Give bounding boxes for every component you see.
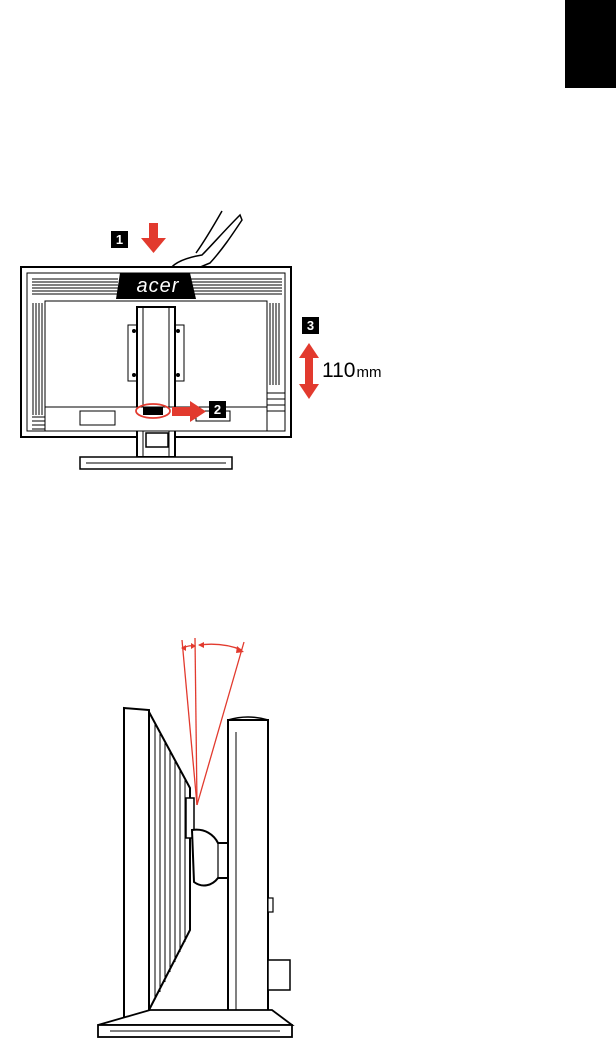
lock-button-icon <box>143 407 163 415</box>
monitor-rear-view-illustration <box>0 195 616 495</box>
monitor-side-view-illustration <box>0 630 616 1040</box>
up-down-arrow-icon <box>299 343 319 399</box>
travel-distance-label: 110mm <box>322 359 381 383</box>
press-down-arrow-icon <box>141 223 166 253</box>
step-3-badge: 3 <box>302 317 319 334</box>
travel-distance-unit: mm <box>356 364 381 381</box>
height-adjust-figure: 1 2 3 acer 110mm <box>0 195 616 495</box>
brand-logo: acer <box>123 275 193 297</box>
travel-distance-value: 110 <box>322 359 355 382</box>
step-1-badge: 1 <box>111 231 128 248</box>
step-2-badge: 2 <box>209 401 226 418</box>
tilt-figure <box>0 630 616 1040</box>
section-tab <box>565 0 616 88</box>
